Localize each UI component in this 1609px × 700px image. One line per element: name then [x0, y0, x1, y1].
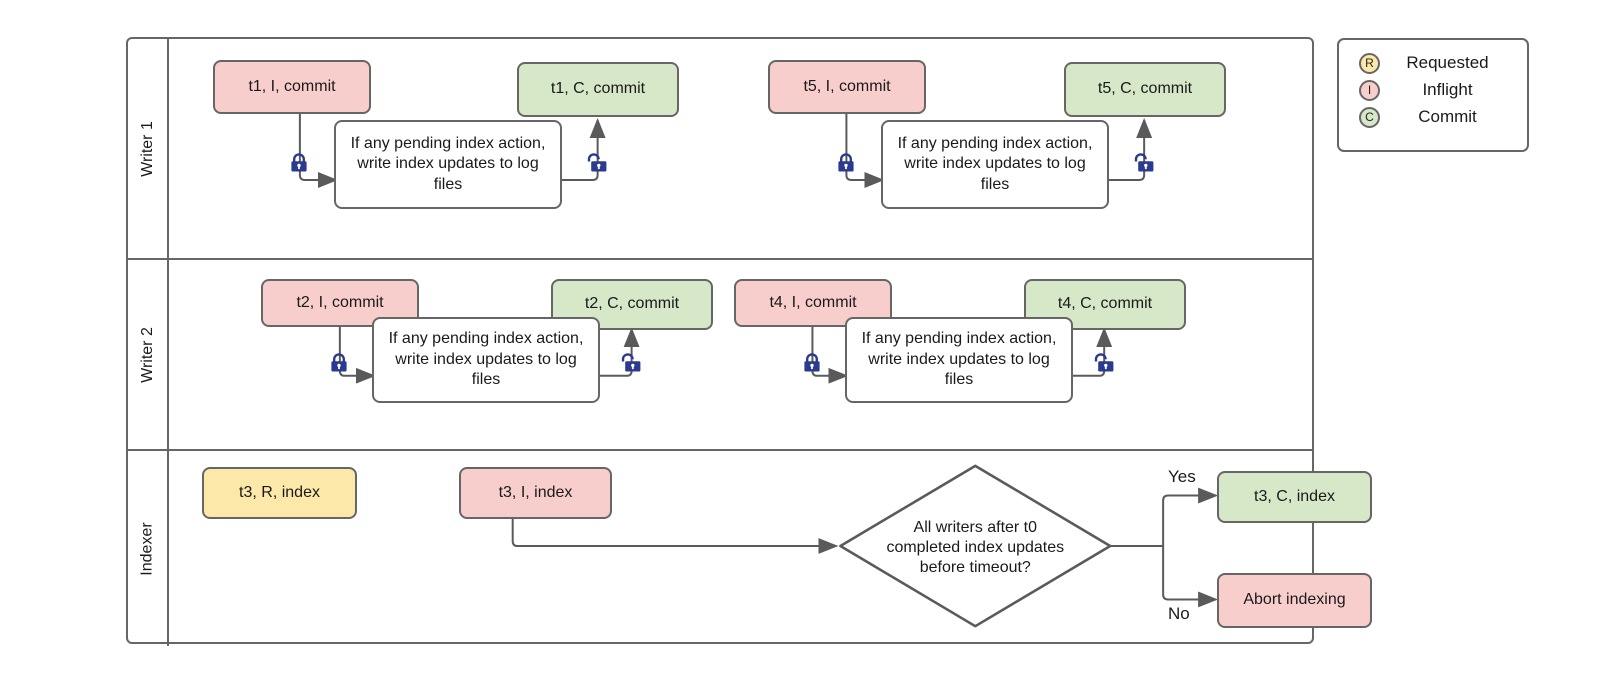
lane-body-writer-1: t1, I, commit t1, C, commit If any pendi…: [169, 39, 1312, 258]
lock-open-icon: [1093, 352, 1115, 374]
edge-label-no: No: [1168, 604, 1190, 623]
lock-open-icon: [586, 152, 608, 174]
node-t1-commit[interactable]: t1, C, commit: [517, 62, 679, 117]
commit-badge-icon: C: [1359, 106, 1380, 128]
lock-closed-icon: [835, 152, 857, 174]
legend-label-requested: Requested: [1406, 53, 1489, 72]
legend-item-inflight: I Inflight: [1359, 77, 1527, 103]
lane-writer-1: Writer 1 t1, I, co: [128, 39, 1312, 258]
node-t2-process[interactable]: If any pending index action, write index…: [372, 317, 600, 403]
node-t4-inflight[interactable]: t4, I, commit: [734, 279, 892, 327]
edge-label-yes: Yes: [1168, 467, 1196, 486]
svg-text:before timeout?: before timeout?: [920, 559, 1031, 576]
node-t3-commit[interactable]: t3, C, index: [1217, 471, 1372, 523]
lock-closed-icon: [801, 352, 823, 374]
lane-header-writer-1: Writer 1: [128, 39, 169, 258]
legend-panel: R Requested I Inflight C Commit: [1337, 38, 1529, 152]
lock-open-icon: [620, 352, 642, 374]
lane-label-writer-2: Writer 2: [138, 326, 156, 383]
legend-label-inflight: Inflight: [1422, 80, 1473, 99]
swimlane-pool: Writer 1 t1, I, co: [126, 37, 1372, 646]
lane-body-writer-2: t2, I, commit t2, C, commit If any pendi…: [169, 260, 1312, 449]
lane-label-writer-1: Writer 1: [138, 120, 156, 177]
legend-label-commit: Commit: [1418, 107, 1477, 126]
lane-header-writer-2: Writer 2: [128, 260, 169, 449]
legend-item-commit: C Commit: [1359, 104, 1527, 130]
lane-body-indexer: All writers after t0 completed index upd…: [169, 451, 1372, 646]
node-t3-inflight[interactable]: t3, I, index: [459, 467, 612, 519]
lane-indexer: Indexer: [128, 449, 1372, 646]
svg-text:completed index updates: completed index updates: [886, 539, 1064, 556]
node-t4-process[interactable]: If any pending index action, write index…: [845, 317, 1073, 403]
lock-closed-icon: [328, 352, 350, 374]
node-t5-process[interactable]: If any pending index action, write index…: [881, 120, 1109, 209]
node-t1-inflight[interactable]: t1, I, commit: [213, 60, 371, 114]
node-t5-commit[interactable]: t5, C, commit: [1064, 62, 1226, 117]
node-t1-process[interactable]: If any pending index action, write index…: [334, 120, 562, 209]
requested-badge-icon: R: [1359, 52, 1380, 74]
lock-closed-icon: [288, 152, 310, 174]
lane-header-indexer: Indexer: [128, 451, 169, 646]
legend-item-requested: R Requested: [1359, 50, 1527, 76]
lock-open-icon: [1133, 152, 1155, 174]
lane-label-indexer: Indexer: [138, 521, 156, 576]
node-abort-indexing[interactable]: Abort indexing: [1217, 573, 1372, 628]
node-t5-inflight[interactable]: t5, I, commit: [768, 60, 926, 114]
inflight-badge-icon: I: [1359, 79, 1380, 101]
lane-writer-2: Writer 2 t2, I, commit t2, C, commit: [128, 258, 1312, 449]
svg-text:All writers after t0: All writers after t0: [914, 519, 1038, 536]
node-t3-requested[interactable]: t3, R, index: [202, 467, 357, 519]
